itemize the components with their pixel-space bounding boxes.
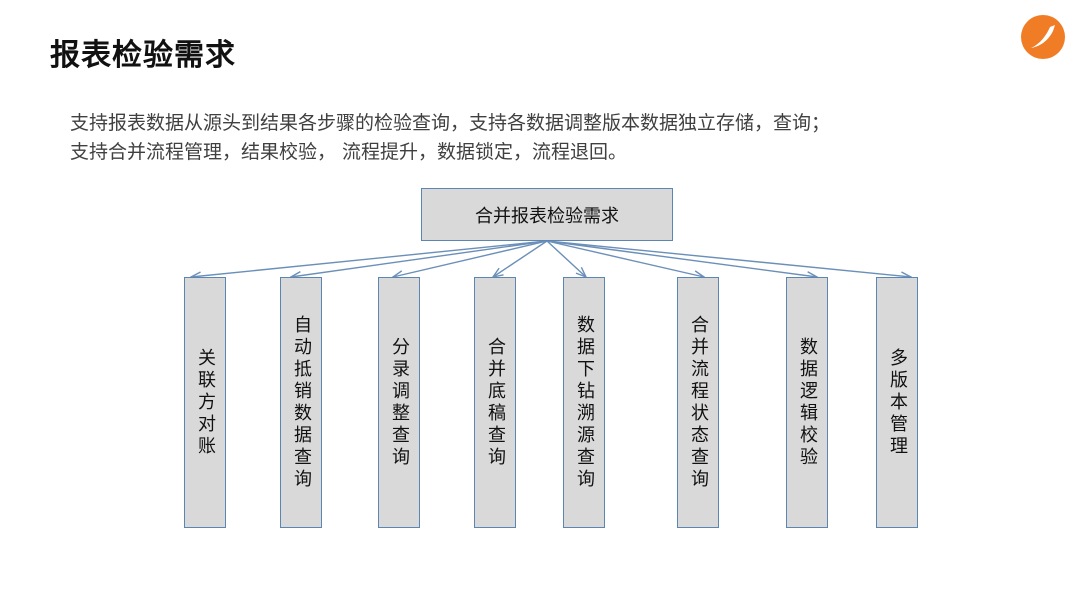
connector-arrow: [546, 240, 817, 277]
child-node-7: 数据逻辑校验: [786, 277, 828, 528]
description-line-2: 支持合并流程管理，结果校验， 流程提升，数据锁定，流程退回。: [70, 141, 628, 163]
child-node-label: 分录调整查询: [389, 336, 410, 469]
root-node-label: 合并报表检验需求: [475, 205, 619, 227]
connector-arrow: [493, 240, 548, 277]
connector-arrow: [546, 240, 586, 277]
description-line-1: 支持报表数据从源头到结果各步骤的检验查询，支持各数据调整版本数据独立存储，查询；: [70, 112, 831, 134]
root-node: 合并报表检验需求: [421, 188, 673, 241]
connector-arrow: [546, 240, 911, 277]
child-node-label: 自动抵销数据查询: [291, 314, 312, 491]
child-node-5: 数据下钻溯源查询: [563, 277, 605, 528]
child-node-3: 分录调整查询: [378, 277, 420, 528]
child-node-1: 关联方对账: [184, 277, 226, 528]
connector-arrow: [393, 240, 548, 277]
page-title: 报表检验需求: [50, 38, 236, 73]
child-node-label: 合并底稿查询: [485, 336, 506, 469]
child-node-4: 合并底稿查询: [474, 277, 516, 528]
child-node-8: 多版本管理: [876, 277, 918, 528]
child-node-label: 关联方对账: [195, 347, 216, 458]
connector-arrow: [291, 240, 548, 277]
child-node-2: 自动抵销数据查询: [280, 277, 322, 528]
child-node-label: 多版本管理: [887, 347, 908, 458]
child-node-6: 合并流程状态查询: [677, 277, 719, 528]
connector-arrow: [546, 240, 704, 277]
child-node-label: 数据下钻溯源查询: [574, 314, 595, 491]
brand-logo-icon: [1021, 15, 1065, 59]
child-node-label: 数据逻辑校验: [797, 336, 818, 469]
child-node-label: 合并流程状态查询: [688, 314, 709, 491]
connector-arrow: [191, 240, 548, 277]
